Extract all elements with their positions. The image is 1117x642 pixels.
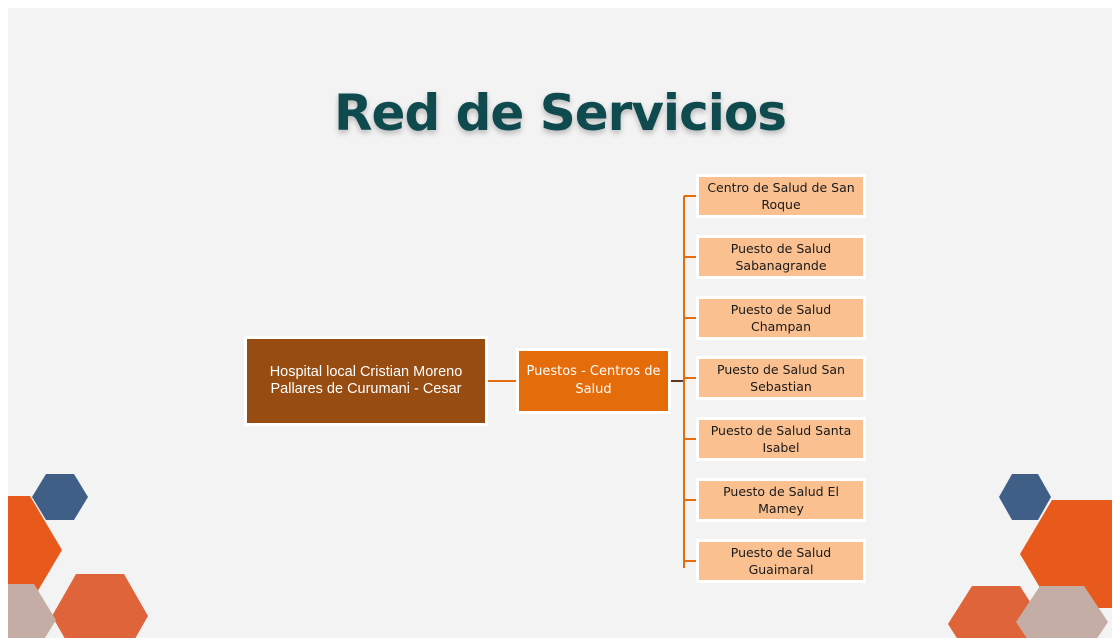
hexagon-terracotta-left — [52, 574, 148, 638]
hexagon-taupe-left — [8, 584, 56, 638]
slide: Red de Servicios Hospital local Cristian… — [8, 8, 1112, 638]
leaf-node-guaimaral: Puesto de Salud Guaimaral — [696, 539, 866, 583]
hexagon-orange-left — [8, 496, 62, 604]
leaf-node-san-sebastian: Puesto de Salud San Sebastian — [696, 356, 866, 400]
hexagon-orange-right — [1020, 500, 1112, 608]
connector-branches — [684, 195, 696, 562]
hexagon-navy-right — [999, 474, 1051, 520]
leaf-node-santa-isabel: Puesto de Salud Santa Isabel — [696, 417, 866, 461]
hospital-root-node: Hospital local Cristian Moreno Pallares … — [244, 336, 488, 426]
leaf-node-el-mamey: Puesto de Salud El Mamey — [696, 478, 866, 522]
hexagon-decoration-left — [8, 474, 1112, 638]
hexagon-navy-left — [32, 474, 88, 520]
org-chart-connectors — [488, 195, 696, 568]
leaf-node-sabanagrande: Puesto de Salud Sabanagrande — [696, 235, 866, 279]
slide-title: Red de Servicios — [334, 84, 787, 142]
leaf-node-champan: Puesto de Salud Champan — [696, 296, 866, 340]
health-centers-group-node: Puestos - Centros de Salud — [516, 348, 671, 414]
hexagon-taupe-right — [1016, 586, 1108, 638]
leaf-node-san-roque: Centro de Salud de San Roque — [696, 174, 866, 218]
